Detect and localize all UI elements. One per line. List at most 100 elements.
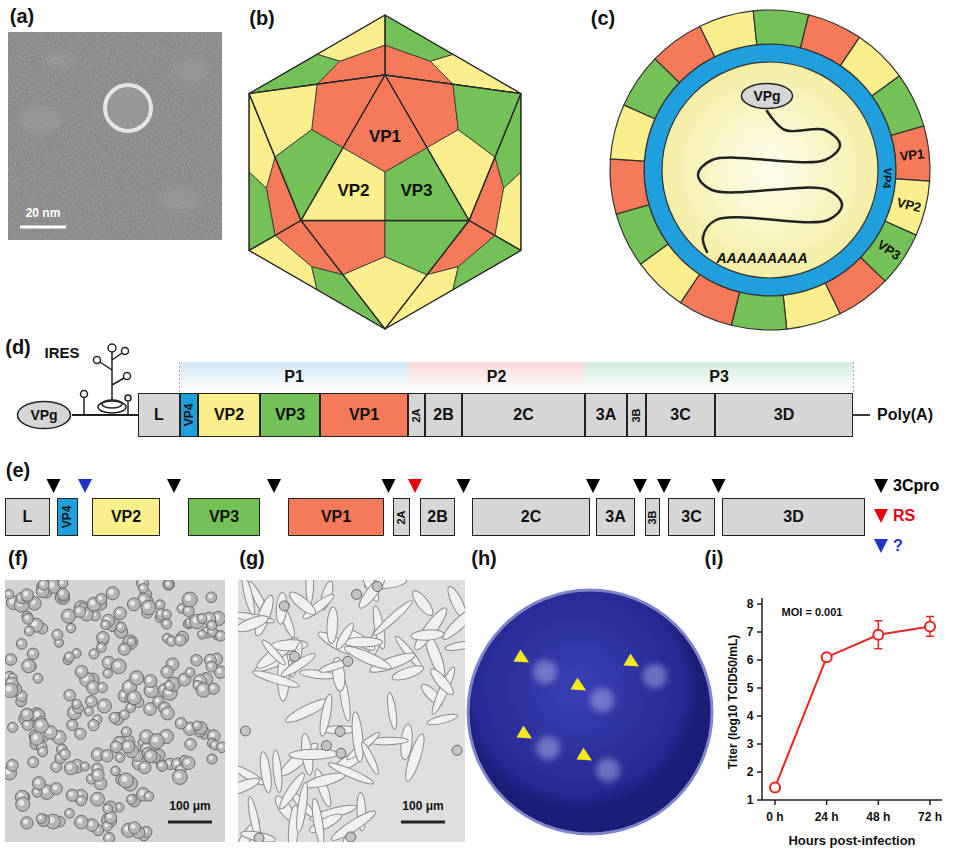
rounded-cell	[346, 832, 356, 842]
tick-label: 3	[747, 738, 754, 750]
rounded-cell	[91, 792, 105, 806]
node-text: L	[23, 509, 33, 525]
node-text: VPg	[753, 89, 780, 103]
cell-highlight	[187, 670, 191, 674]
scale-bar	[20, 226, 66, 229]
gene-segment: VP1	[320, 393, 408, 437]
cell-highlight	[147, 677, 152, 682]
y-axis	[761, 598, 763, 800]
rounded-cell	[101, 620, 110, 629]
cell-highlight	[207, 657, 212, 662]
scale-bar	[168, 821, 212, 824]
spindle-cell	[294, 782, 309, 833]
loop	[122, 348, 129, 355]
gene-segment: 3A	[585, 393, 627, 437]
cell-highlight	[117, 755, 121, 759]
gene-segment: VP3	[260, 393, 320, 437]
loop	[108, 344, 116, 352]
y-tick	[757, 771, 762, 773]
rounded-cell	[290, 651, 300, 661]
gene-segment: 2C	[462, 393, 585, 437]
micrograph-infected	[5, 580, 225, 842]
rounded-cell	[65, 809, 75, 819]
rounded-cell	[343, 656, 353, 666]
rounded-cell	[84, 707, 93, 716]
em-smudge	[46, 52, 74, 69]
rounded-cell	[52, 629, 63, 640]
rounded-cell	[164, 580, 173, 589]
cell-highlight	[59, 591, 64, 596]
cell-highlight	[35, 712, 40, 717]
rounded-cell	[16, 639, 27, 650]
rounded-cell	[115, 753, 125, 763]
cell-highlight	[6, 592, 10, 596]
spindle-cell	[258, 751, 273, 793]
spindle-cell	[260, 638, 288, 667]
node-text: 3C	[670, 407, 690, 423]
cleavage-marker	[167, 479, 181, 493]
rounded-cell	[336, 748, 346, 758]
node-text: 2B	[427, 509, 447, 525]
icosahedral-capsid	[249, 15, 521, 329]
rounded-cell	[217, 742, 225, 753]
cell-highlight	[66, 654, 70, 658]
cell-highlight	[74, 650, 78, 654]
cell-highlight	[164, 621, 168, 625]
spindle-cell	[391, 663, 425, 683]
capsid-protein-block	[872, 76, 924, 135]
rounded-cell	[85, 696, 97, 708]
rounded-cell	[24, 626, 34, 636]
cell-highlight	[132, 674, 138, 680]
node-text: 3D	[783, 509, 803, 525]
node-text: 2C	[521, 509, 541, 525]
cell-highlight	[179, 606, 183, 610]
oval-shape	[742, 84, 793, 109]
cell-highlight	[18, 800, 24, 806]
rounded-cell	[161, 666, 173, 678]
plaque	[533, 660, 557, 684]
rounded-cell	[185, 739, 196, 750]
rounded-cell	[182, 757, 195, 770]
rounded-cell	[64, 689, 76, 701]
rounded-cell	[30, 732, 44, 746]
tick-label: 1	[747, 794, 754, 806]
vp4-layer	[644, 44, 896, 296]
ires-structure	[81, 344, 132, 415]
titer-line	[775, 626, 930, 787]
cell-highlight	[100, 702, 106, 708]
legend-text: ?	[893, 538, 903, 554]
cell-highlight	[146, 793, 150, 797]
cell-highlight	[6, 686, 12, 692]
cell-highlight	[9, 762, 14, 767]
cell-highlight	[26, 628, 30, 632]
rounded-cell	[101, 750, 113, 762]
rounded-cell	[36, 814, 46, 824]
rounded-cell	[38, 747, 48, 757]
protein-label: VP4	[880, 167, 892, 189]
em-smudge	[172, 59, 208, 81]
protein-label: VP2	[337, 182, 369, 199]
cell-highlight	[193, 657, 198, 662]
rounded-cell	[163, 580, 175, 590]
rounded-cell	[5, 590, 14, 599]
spindle-cell	[279, 650, 318, 679]
cell-highlight	[121, 646, 126, 651]
y-tick	[757, 799, 762, 801]
vpg-oval: VPg	[740, 82, 794, 110]
panel-label: (i)	[705, 548, 724, 568]
capsid-protein-block	[753, 10, 808, 48]
em-image	[8, 32, 222, 240]
cleavage-marker	[382, 479, 396, 493]
cleavage-marker	[457, 479, 471, 493]
em-noise	[8, 32, 222, 240]
cell-highlight	[131, 824, 136, 829]
polyprotein-region: P2	[408, 362, 585, 392]
spindle-cell	[326, 760, 375, 787]
rounded-cell	[197, 614, 207, 624]
rounded-cell	[67, 719, 78, 730]
capsid-protein-tile	[385, 220, 469, 274]
cell-highlight	[106, 835, 110, 839]
legend-text: 3Cpro	[893, 478, 939, 494]
node-text: P3	[709, 369, 729, 385]
